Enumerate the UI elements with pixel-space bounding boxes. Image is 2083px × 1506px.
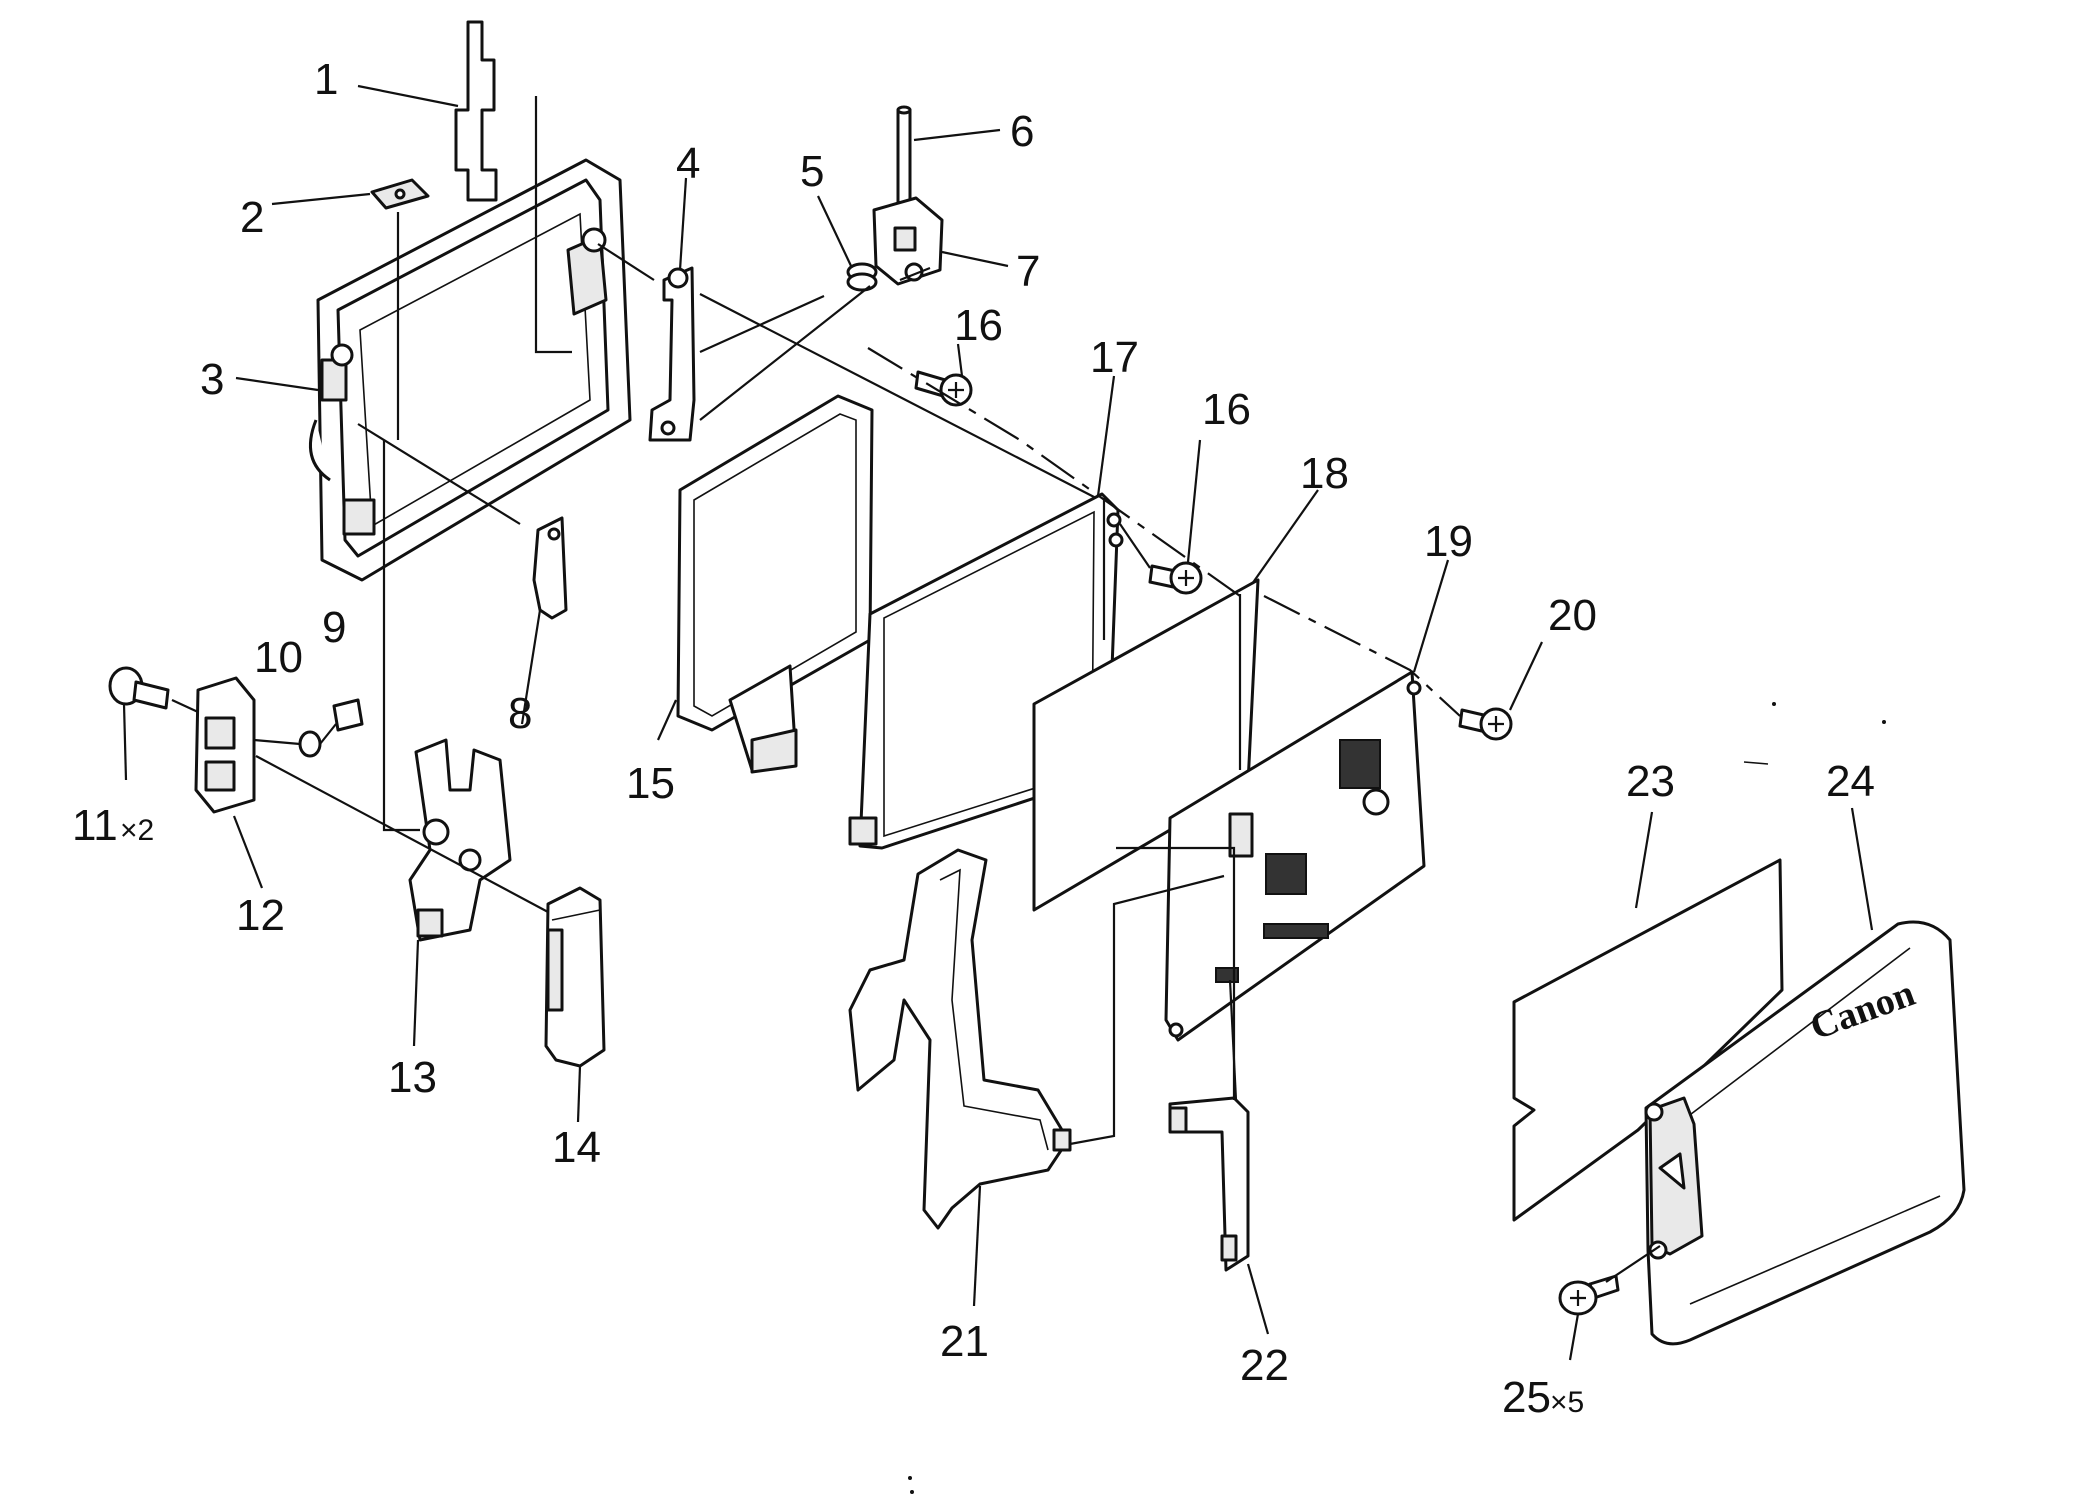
part-1-gasket (454, 20, 498, 202)
part-13-hinge-bracket (408, 738, 512, 942)
part-7-hinge-block (872, 196, 944, 286)
part-25-screw (1558, 1274, 1620, 1316)
label-part-25: 25 (1502, 1373, 1551, 1422)
part-22-flex-strip (1168, 1096, 1250, 1272)
label-part-10: 10 (254, 633, 303, 682)
label-part-4: 4 (676, 139, 700, 188)
label-part-22: 22 (1240, 1341, 1289, 1390)
label-part-17: 17 (1090, 333, 1139, 382)
label-part-3: 3 (200, 355, 224, 404)
label-part-13: 13 (388, 1053, 437, 1102)
part-16-screw-upper (914, 370, 973, 407)
part-21-flex-cable (848, 848, 1072, 1230)
label-part-25-qty: ×5 (1550, 1386, 1584, 1419)
part-16-screw-middle (1148, 561, 1203, 595)
part-14-hinge-cover (544, 886, 606, 1068)
label-part-12: 12 (236, 891, 285, 940)
label-part-21: 21 (940, 1317, 989, 1366)
label-part-6: 6 (1010, 107, 1034, 156)
label-part-1: 1 (314, 55, 338, 104)
label-part-2: 2 (240, 193, 264, 242)
part-11-screw (108, 666, 170, 710)
scan-specks (908, 702, 1886, 1494)
label-part-11-qty: ×2 (120, 814, 154, 847)
label-part-18: 18 (1300, 449, 1349, 498)
part-15-lcd-panel (676, 394, 874, 774)
part-8-latch (532, 516, 568, 620)
part-20-screw (1458, 707, 1513, 741)
label-part-11: 11 (72, 801, 118, 850)
label-part-20: 20 (1548, 591, 1597, 640)
label-part-16-middle: 16 (1202, 385, 1251, 434)
label-part-5: 5 (800, 147, 824, 196)
label-part-19: 19 (1424, 517, 1473, 566)
label-part-9: 9 (322, 603, 346, 652)
label-part-7: 7 (1016, 247, 1040, 296)
label-part-15: 15 (626, 759, 675, 808)
label-part-16-upper: 16 (954, 301, 1003, 350)
part-10-washer (298, 730, 322, 758)
label-part-23: 23 (1626, 757, 1675, 806)
label-part-14: 14 (552, 1123, 601, 1172)
part-12-hinge-cap (194, 676, 256, 814)
part-9-square-pad (332, 698, 364, 732)
part-24-rear-cover: Canon (1644, 920, 1966, 1346)
part-4-bracket (648, 266, 696, 442)
part-19-circuit-board (1164, 670, 1426, 1042)
part-labels: 1 2 3 4 5 6 7 8 9 10 11 ×2 12 13 14 15 1… (72, 55, 1875, 1422)
part-3-lcd-frame (308, 158, 632, 582)
label-part-8: 8 (508, 689, 532, 738)
label-part-24: 24 (1826, 757, 1875, 806)
part-23-insulating-sheet (1512, 858, 1784, 1222)
part-2-plate (370, 178, 430, 210)
assembly-lines (171, 96, 1661, 1283)
leader-lines (122, 84, 1874, 1361)
